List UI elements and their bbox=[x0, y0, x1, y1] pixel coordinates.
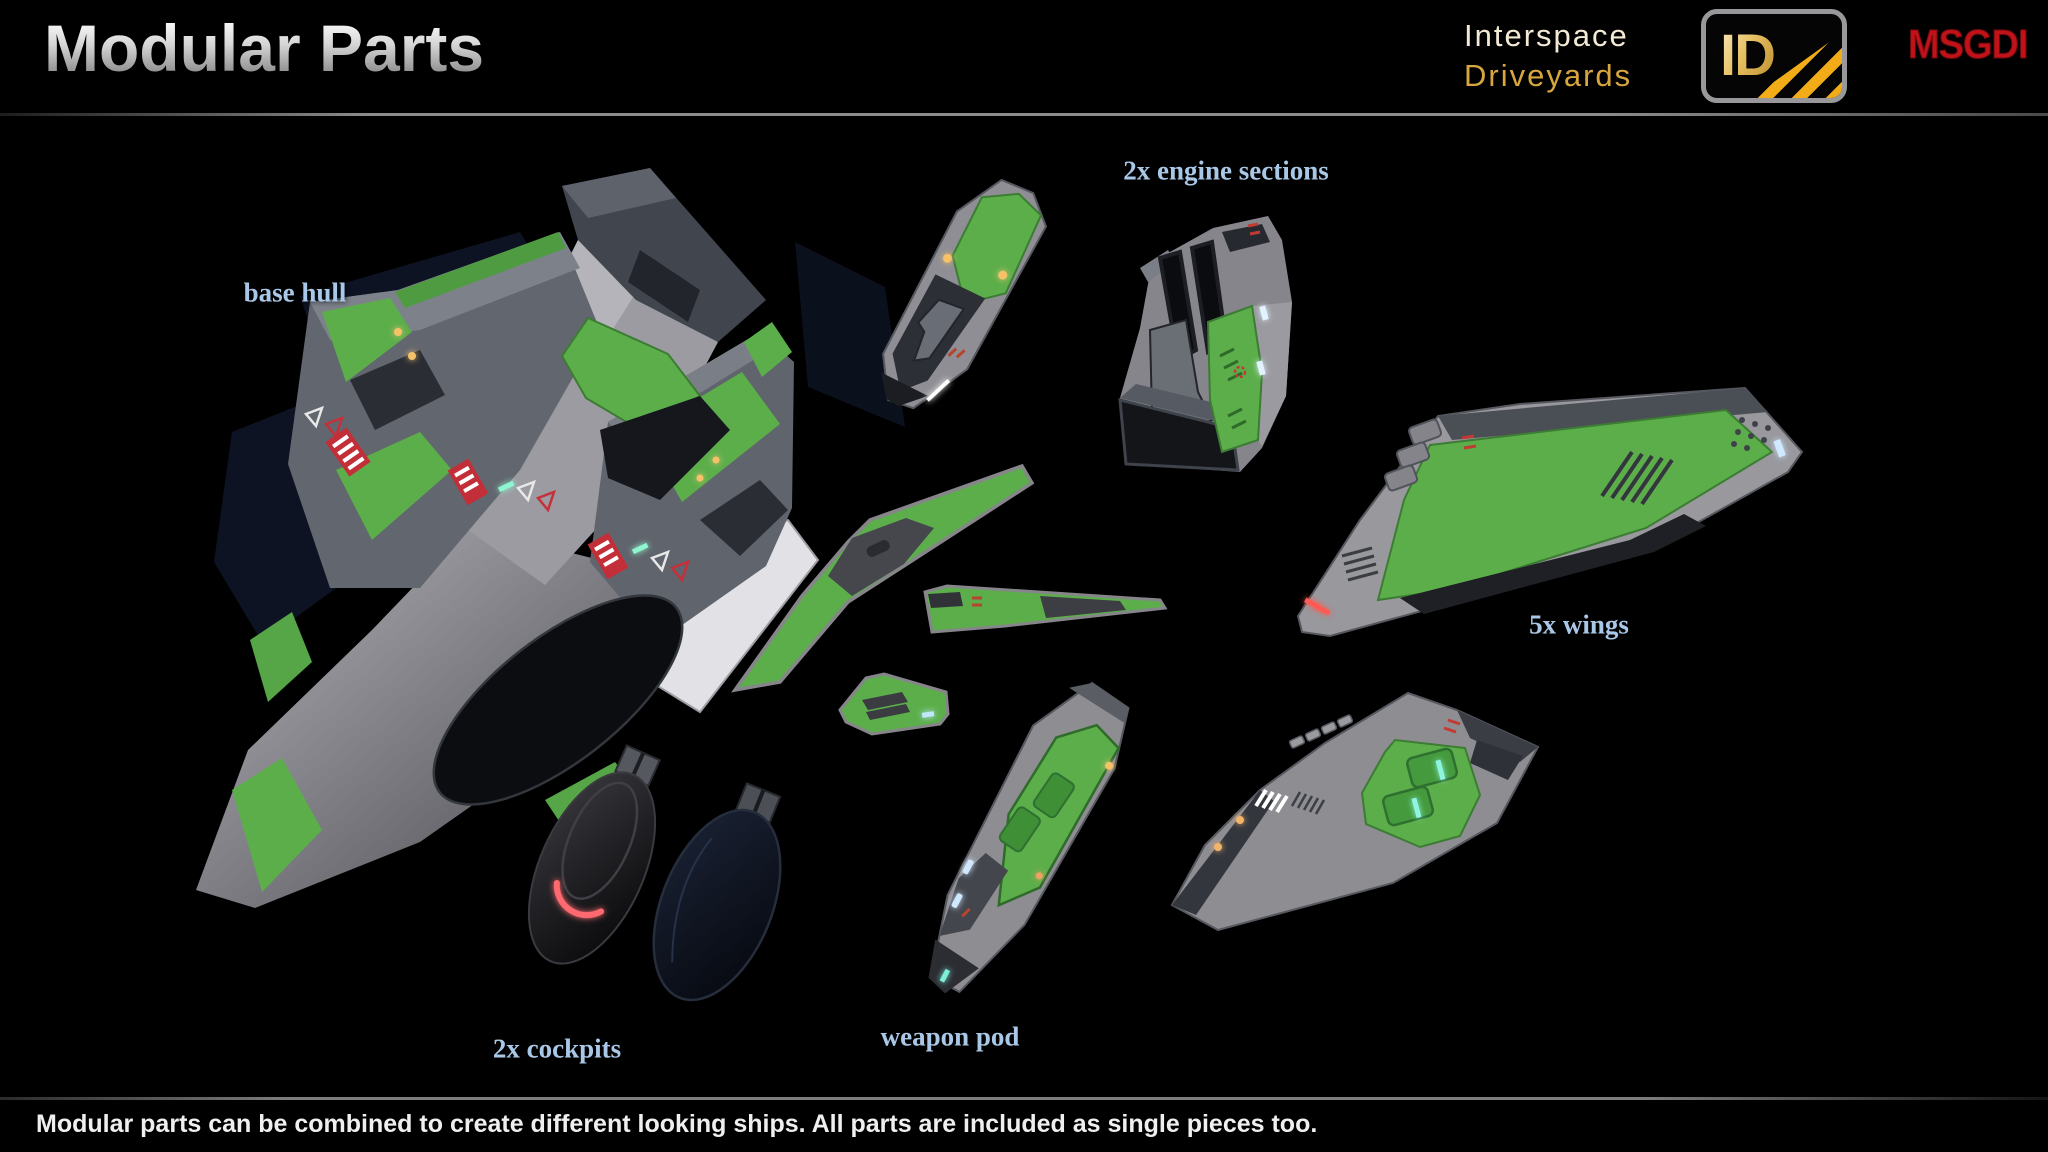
label-weapon-pod: weapon pod bbox=[880, 1021, 1020, 1052]
wing-large-dot-grid bbox=[1731, 417, 1771, 451]
wing-large-model bbox=[1296, 386, 1804, 638]
wing-large-step-tabs bbox=[1383, 418, 1443, 492]
brand-line2: Driveyards bbox=[1464, 58, 1633, 93]
cockpit-1-model bbox=[527, 744, 662, 965]
hull-decals-nose bbox=[447, 458, 557, 513]
engine-section-1-model bbox=[881, 178, 1048, 410]
hull-decals-right bbox=[587, 456, 720, 583]
wing-bottom-right-model bbox=[1170, 691, 1540, 932]
footer-divider bbox=[0, 1097, 2048, 1100]
label-engine-sections: 2x engine sections bbox=[1123, 155, 1329, 186]
brand-line1: Interspace bbox=[1464, 18, 1629, 53]
label-cockpits: 2x cockpits bbox=[492, 1033, 622, 1064]
publisher-logo: MSGDI bbox=[1908, 22, 2030, 68]
wing-large-hatch bbox=[1600, 450, 1674, 506]
hull-cockpit-opening bbox=[432, 594, 684, 806]
footer-caption: Modular parts can be combined to create … bbox=[36, 1110, 1318, 1138]
page-title: Modular Parts bbox=[44, 11, 485, 85]
base-hull-model bbox=[196, 168, 905, 908]
id-badge-icon: ID bbox=[1701, 9, 1847, 103]
wing-boomerang-model bbox=[731, 463, 1035, 693]
wing-small-model bbox=[838, 672, 950, 736]
wing-br-white-hatch bbox=[1254, 788, 1289, 814]
cockpit-2-model bbox=[652, 781, 782, 1002]
label-base-hull: base hull bbox=[243, 277, 347, 308]
weapon-pod-model bbox=[928, 681, 1130, 994]
brand-logo-text: Interspace Driveyards bbox=[1464, 16, 1632, 96]
wing-br-vents bbox=[1290, 791, 1326, 815]
id-badge-text: ID bbox=[1720, 23, 1776, 88]
header-divider bbox=[0, 113, 2048, 116]
label-wings: 5x wings bbox=[1529, 609, 1629, 640]
engine-2-vent-slashes bbox=[1219, 347, 1247, 430]
hull-decals-left bbox=[303, 328, 416, 477]
wing-large-vents bbox=[1341, 546, 1379, 582]
wing-br-top-tabs bbox=[1288, 714, 1354, 749]
wing-slim-model bbox=[923, 584, 1168, 634]
engine-section-2-model bbox=[1118, 216, 1292, 472]
